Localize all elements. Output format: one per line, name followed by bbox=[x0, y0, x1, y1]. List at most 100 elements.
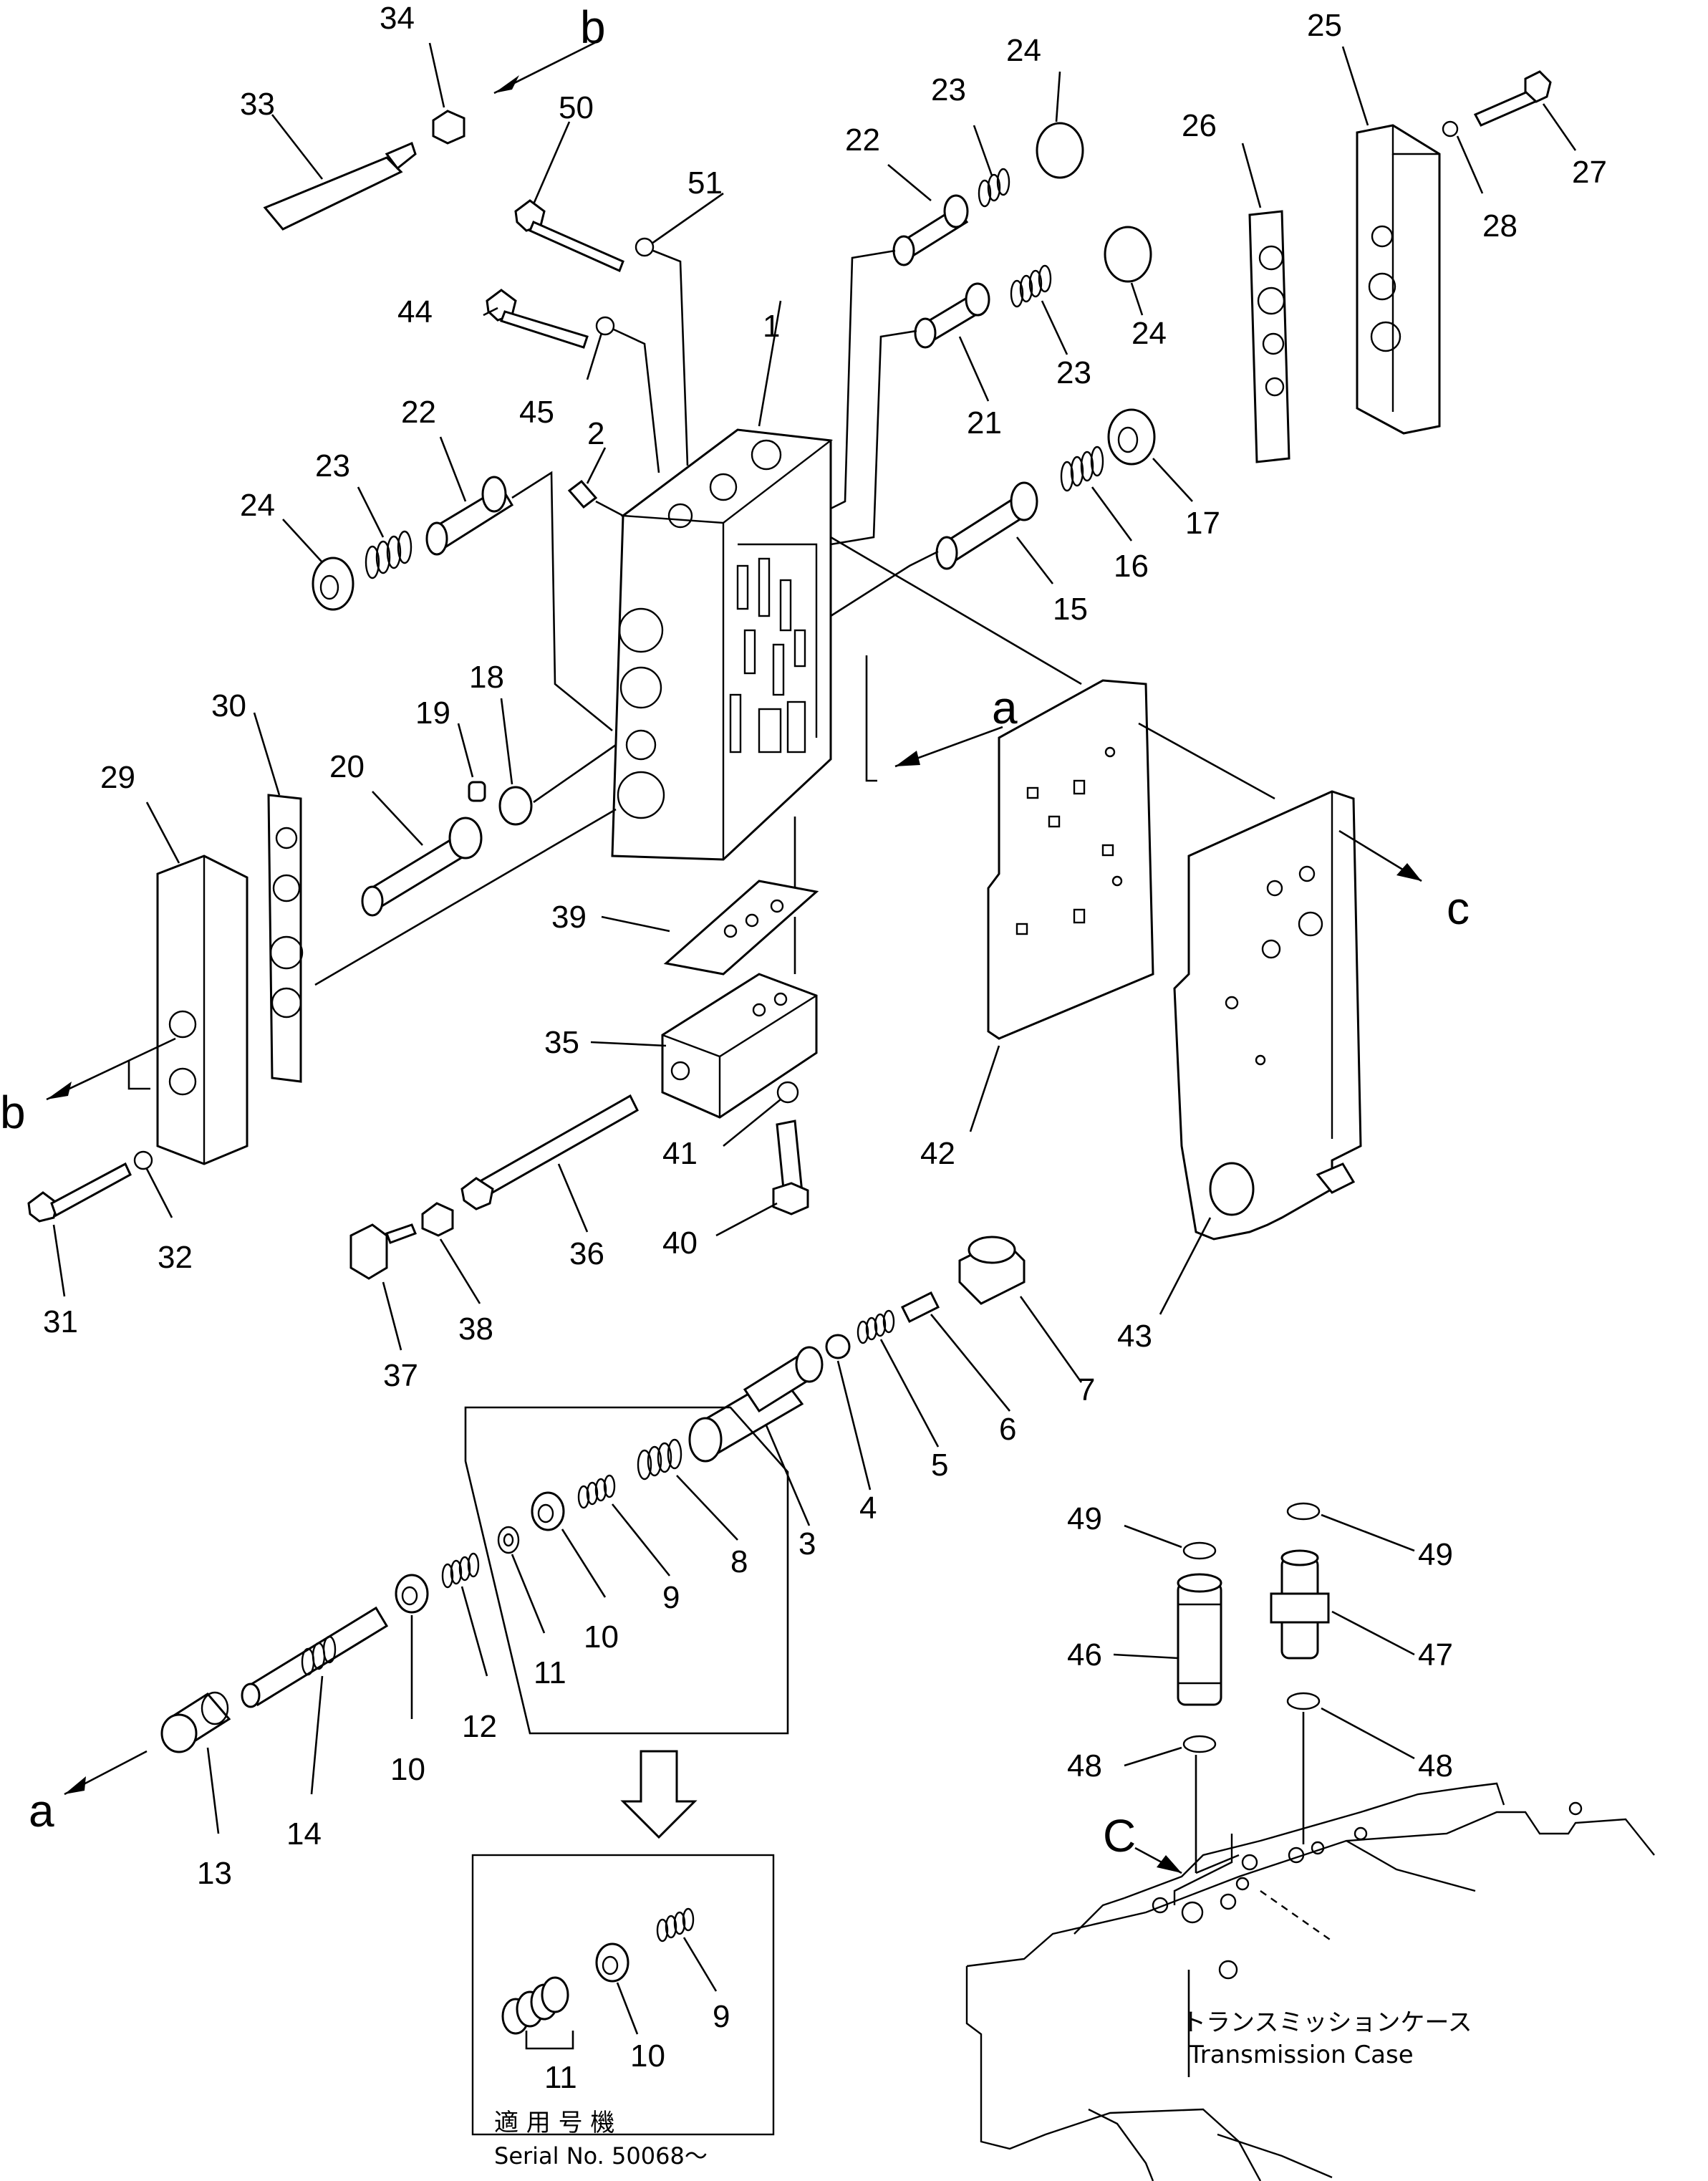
part-cover-29 bbox=[156, 854, 249, 1165]
part-spring-5 bbox=[857, 1309, 895, 1344]
serial-inset-box: 11 10 9 bbox=[471, 1854, 775, 2136]
label-10-upper: 10 bbox=[584, 1619, 619, 1655]
part-spring-8 bbox=[637, 1438, 682, 1481]
part-plug-6 bbox=[900, 1291, 940, 1324]
label-8: 8 bbox=[730, 1544, 748, 1579]
label-12: 12 bbox=[462, 1709, 497, 1744]
label-22-right: 22 bbox=[845, 122, 880, 158]
inset-part-9 bbox=[656, 1907, 695, 1942]
transmission-case-label-jp: トランスミッションケース bbox=[1182, 2008, 1472, 2037]
ref-C-bottom: C bbox=[1103, 1810, 1136, 1862]
label-17: 17 bbox=[1185, 506, 1220, 541]
label-9: 9 bbox=[662, 1580, 680, 1615]
part-lever bbox=[263, 141, 417, 231]
label-41: 41 bbox=[662, 1136, 698, 1171]
label-16: 16 bbox=[1114, 549, 1149, 584]
label-36: 36 bbox=[569, 1236, 604, 1271]
label-7: 7 bbox=[1078, 1372, 1095, 1407]
ref-b-top: b bbox=[580, 1, 606, 53]
part-gasket-30 bbox=[267, 794, 304, 1083]
part-spring-16 bbox=[1060, 446, 1104, 492]
part-plate-39 bbox=[663, 880, 819, 976]
inset-part-11 bbox=[501, 1976, 569, 2035]
label-22-left: 22 bbox=[401, 395, 436, 430]
part-spool-22-left bbox=[425, 476, 514, 556]
part-spool-20 bbox=[361, 817, 483, 917]
part-washer-11 bbox=[497, 1526, 520, 1554]
label-49-left: 49 bbox=[1067, 1501, 1102, 1536]
part-oring-49-right bbox=[1286, 1502, 1321, 1521]
part-spool-21 bbox=[914, 282, 990, 349]
label-48-right: 48 bbox=[1418, 1748, 1453, 1783]
label-26: 26 bbox=[1182, 108, 1217, 143]
label-23-right-top: 23 bbox=[931, 72, 966, 107]
part-bolt-40 bbox=[772, 1120, 809, 1215]
label-47: 47 bbox=[1418, 1637, 1453, 1672]
label-9-inset: 9 bbox=[713, 1999, 730, 2034]
part-cap-24-left bbox=[312, 557, 354, 611]
label-3: 3 bbox=[798, 1526, 816, 1561]
part-oring-49-left bbox=[1182, 1541, 1217, 1560]
part-cap-17 bbox=[1107, 408, 1156, 466]
down-arrow-icon bbox=[620, 1750, 698, 1839]
label-51: 51 bbox=[687, 165, 723, 201]
part-plug-19 bbox=[468, 781, 486, 802]
label-18: 18 bbox=[469, 660, 504, 695]
part-oring-48-right bbox=[1286, 1692, 1321, 1710]
label-30: 30 bbox=[211, 688, 246, 723]
part-bolt-44 bbox=[486, 289, 589, 349]
label-32: 32 bbox=[158, 1240, 193, 1275]
label-46: 46 bbox=[1067, 1637, 1102, 1672]
label-11: 11 bbox=[534, 1655, 566, 1690]
label-38: 38 bbox=[458, 1311, 493, 1347]
ref-a-top: a bbox=[992, 682, 1018, 733]
part-retainer-10-upper bbox=[531, 1491, 565, 1531]
label-21: 21 bbox=[967, 405, 1002, 440]
serial-caption-en: Serial No. 50068～ bbox=[494, 2142, 708, 2170]
label-44: 44 bbox=[397, 294, 433, 329]
label-49-right: 49 bbox=[1418, 1537, 1453, 1572]
label-42: 42 bbox=[920, 1136, 955, 1171]
label-35: 35 bbox=[544, 1025, 579, 1060]
part-cover-25 bbox=[1356, 124, 1441, 435]
label-39: 39 bbox=[551, 900, 587, 935]
part-block-35 bbox=[661, 973, 818, 1119]
label-19: 19 bbox=[415, 695, 450, 731]
part-cap-18 bbox=[498, 786, 533, 826]
label-10-inset: 10 bbox=[630, 2038, 665, 2074]
inset-part-10 bbox=[595, 1942, 629, 1983]
ref-a-bottom: a bbox=[29, 1785, 54, 1836]
label-34: 34 bbox=[380, 1, 415, 36]
part-bolt-27 bbox=[1473, 70, 1552, 127]
label-48-left: 48 bbox=[1067, 1748, 1102, 1783]
label-1: 1 bbox=[763, 309, 780, 344]
label-37: 37 bbox=[383, 1358, 418, 1393]
label-31: 31 bbox=[43, 1304, 78, 1339]
part-pipe-47 bbox=[1270, 1549, 1330, 1660]
part-oring-48-left bbox=[1182, 1735, 1217, 1753]
part-pipe-46 bbox=[1177, 1573, 1222, 1706]
label-25: 25 bbox=[1307, 8, 1342, 43]
part-ball-4 bbox=[825, 1334, 851, 1359]
part-bolt-36 bbox=[460, 1094, 639, 1210]
part-nut-38 bbox=[421, 1202, 454, 1237]
part-retainer-10-lower bbox=[395, 1574, 429, 1614]
part-spring-23-right-top bbox=[978, 168, 1010, 208]
part-spool-3 bbox=[688, 1346, 824, 1463]
label-24-right-top: 24 bbox=[1006, 33, 1041, 68]
part-plate-42 bbox=[987, 679, 1154, 1040]
label-23-right-mid: 23 bbox=[1056, 355, 1091, 390]
label-40: 40 bbox=[662, 1226, 698, 1261]
ref-b-left: b bbox=[0, 1087, 26, 1138]
label-4: 4 bbox=[859, 1491, 877, 1526]
part-spring-23-right-mid bbox=[1010, 264, 1052, 308]
part-spool-14 bbox=[241, 1606, 389, 1708]
part-spring-12 bbox=[441, 1552, 480, 1589]
label-20: 20 bbox=[329, 749, 365, 784]
label-2: 2 bbox=[587, 416, 604, 451]
part-cap-24-right-mid bbox=[1104, 226, 1152, 283]
label-23-left: 23 bbox=[315, 448, 350, 483]
part-bolt-31 bbox=[27, 1162, 132, 1223]
serial-label-jp: 適 用 号 機 bbox=[494, 2109, 614, 2137]
